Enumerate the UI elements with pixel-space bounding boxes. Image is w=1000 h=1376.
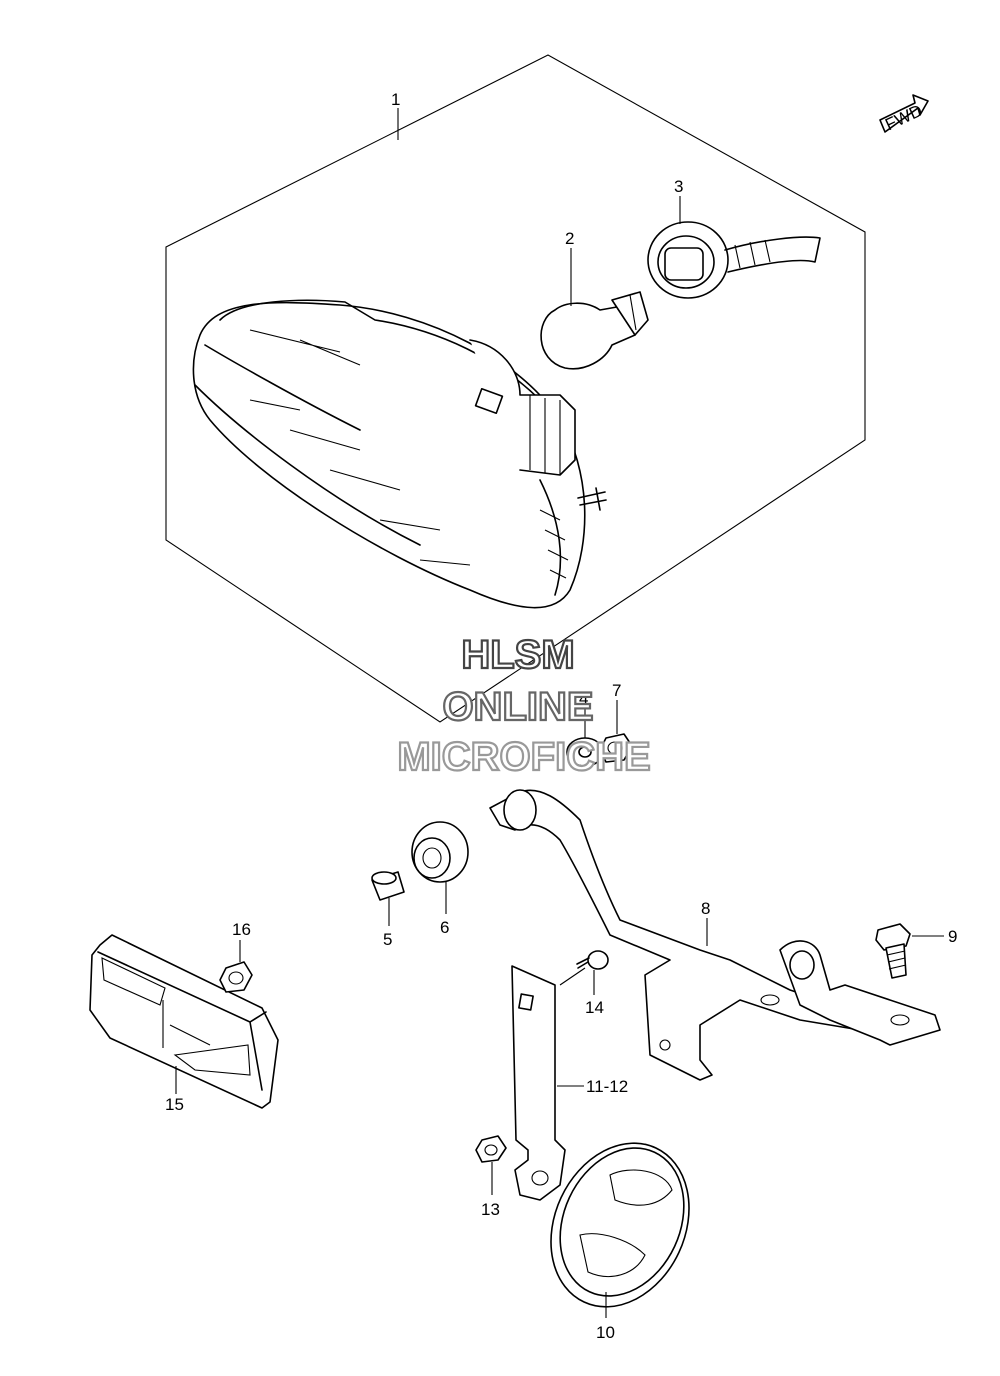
fwd-label: FWD (882, 101, 925, 135)
callout-10: 10 (596, 1323, 615, 1342)
nut-16 (219, 961, 253, 993)
bolt-9 (875, 923, 911, 979)
bracket (489, 789, 941, 1081)
fwd-arrow-icon: FWD (879, 94, 929, 135)
grommet (411, 821, 469, 883)
assembly-outline (165, 54, 866, 723)
callout-13: 13 (481, 1200, 500, 1219)
watermark-line-1: HLSM (461, 633, 574, 677)
callout-2: 2 (565, 229, 574, 248)
bulb (540, 291, 649, 370)
nut-13 (475, 1135, 507, 1163)
callout-5: 5 (383, 930, 392, 949)
callout-11-12: 11-12 (586, 1077, 628, 1096)
callout-6: 6 (440, 918, 449, 937)
callout-8: 8 (701, 899, 710, 918)
nut-7 (599, 733, 633, 763)
watermark-line-2: ONLINE (442, 685, 593, 729)
watermark-line-3: MICROFICHE (397, 735, 650, 779)
reflector-bracket (511, 965, 566, 1201)
callout-3: 3 (674, 177, 683, 196)
callout-4: 4 (579, 689, 588, 708)
bulb-socket (647, 221, 821, 299)
round-reflector (550, 1142, 690, 1308)
screw-14 (576, 950, 609, 970)
callout-14: 14 (585, 998, 604, 1017)
tail-lamp-housing (192, 299, 607, 609)
leader-14-bracket (559, 967, 586, 986)
callout-7: 7 (612, 681, 621, 700)
watermark: HLSM ONLINE MICROFICHE (396, 632, 652, 780)
callout-16: 16 (232, 920, 251, 939)
rectangular-reflector (89, 934, 279, 1109)
callout-9: 9 (948, 927, 957, 946)
callout-15: 15 (165, 1095, 184, 1114)
callout-1: 1 (391, 90, 400, 109)
collar (371, 871, 405, 901)
